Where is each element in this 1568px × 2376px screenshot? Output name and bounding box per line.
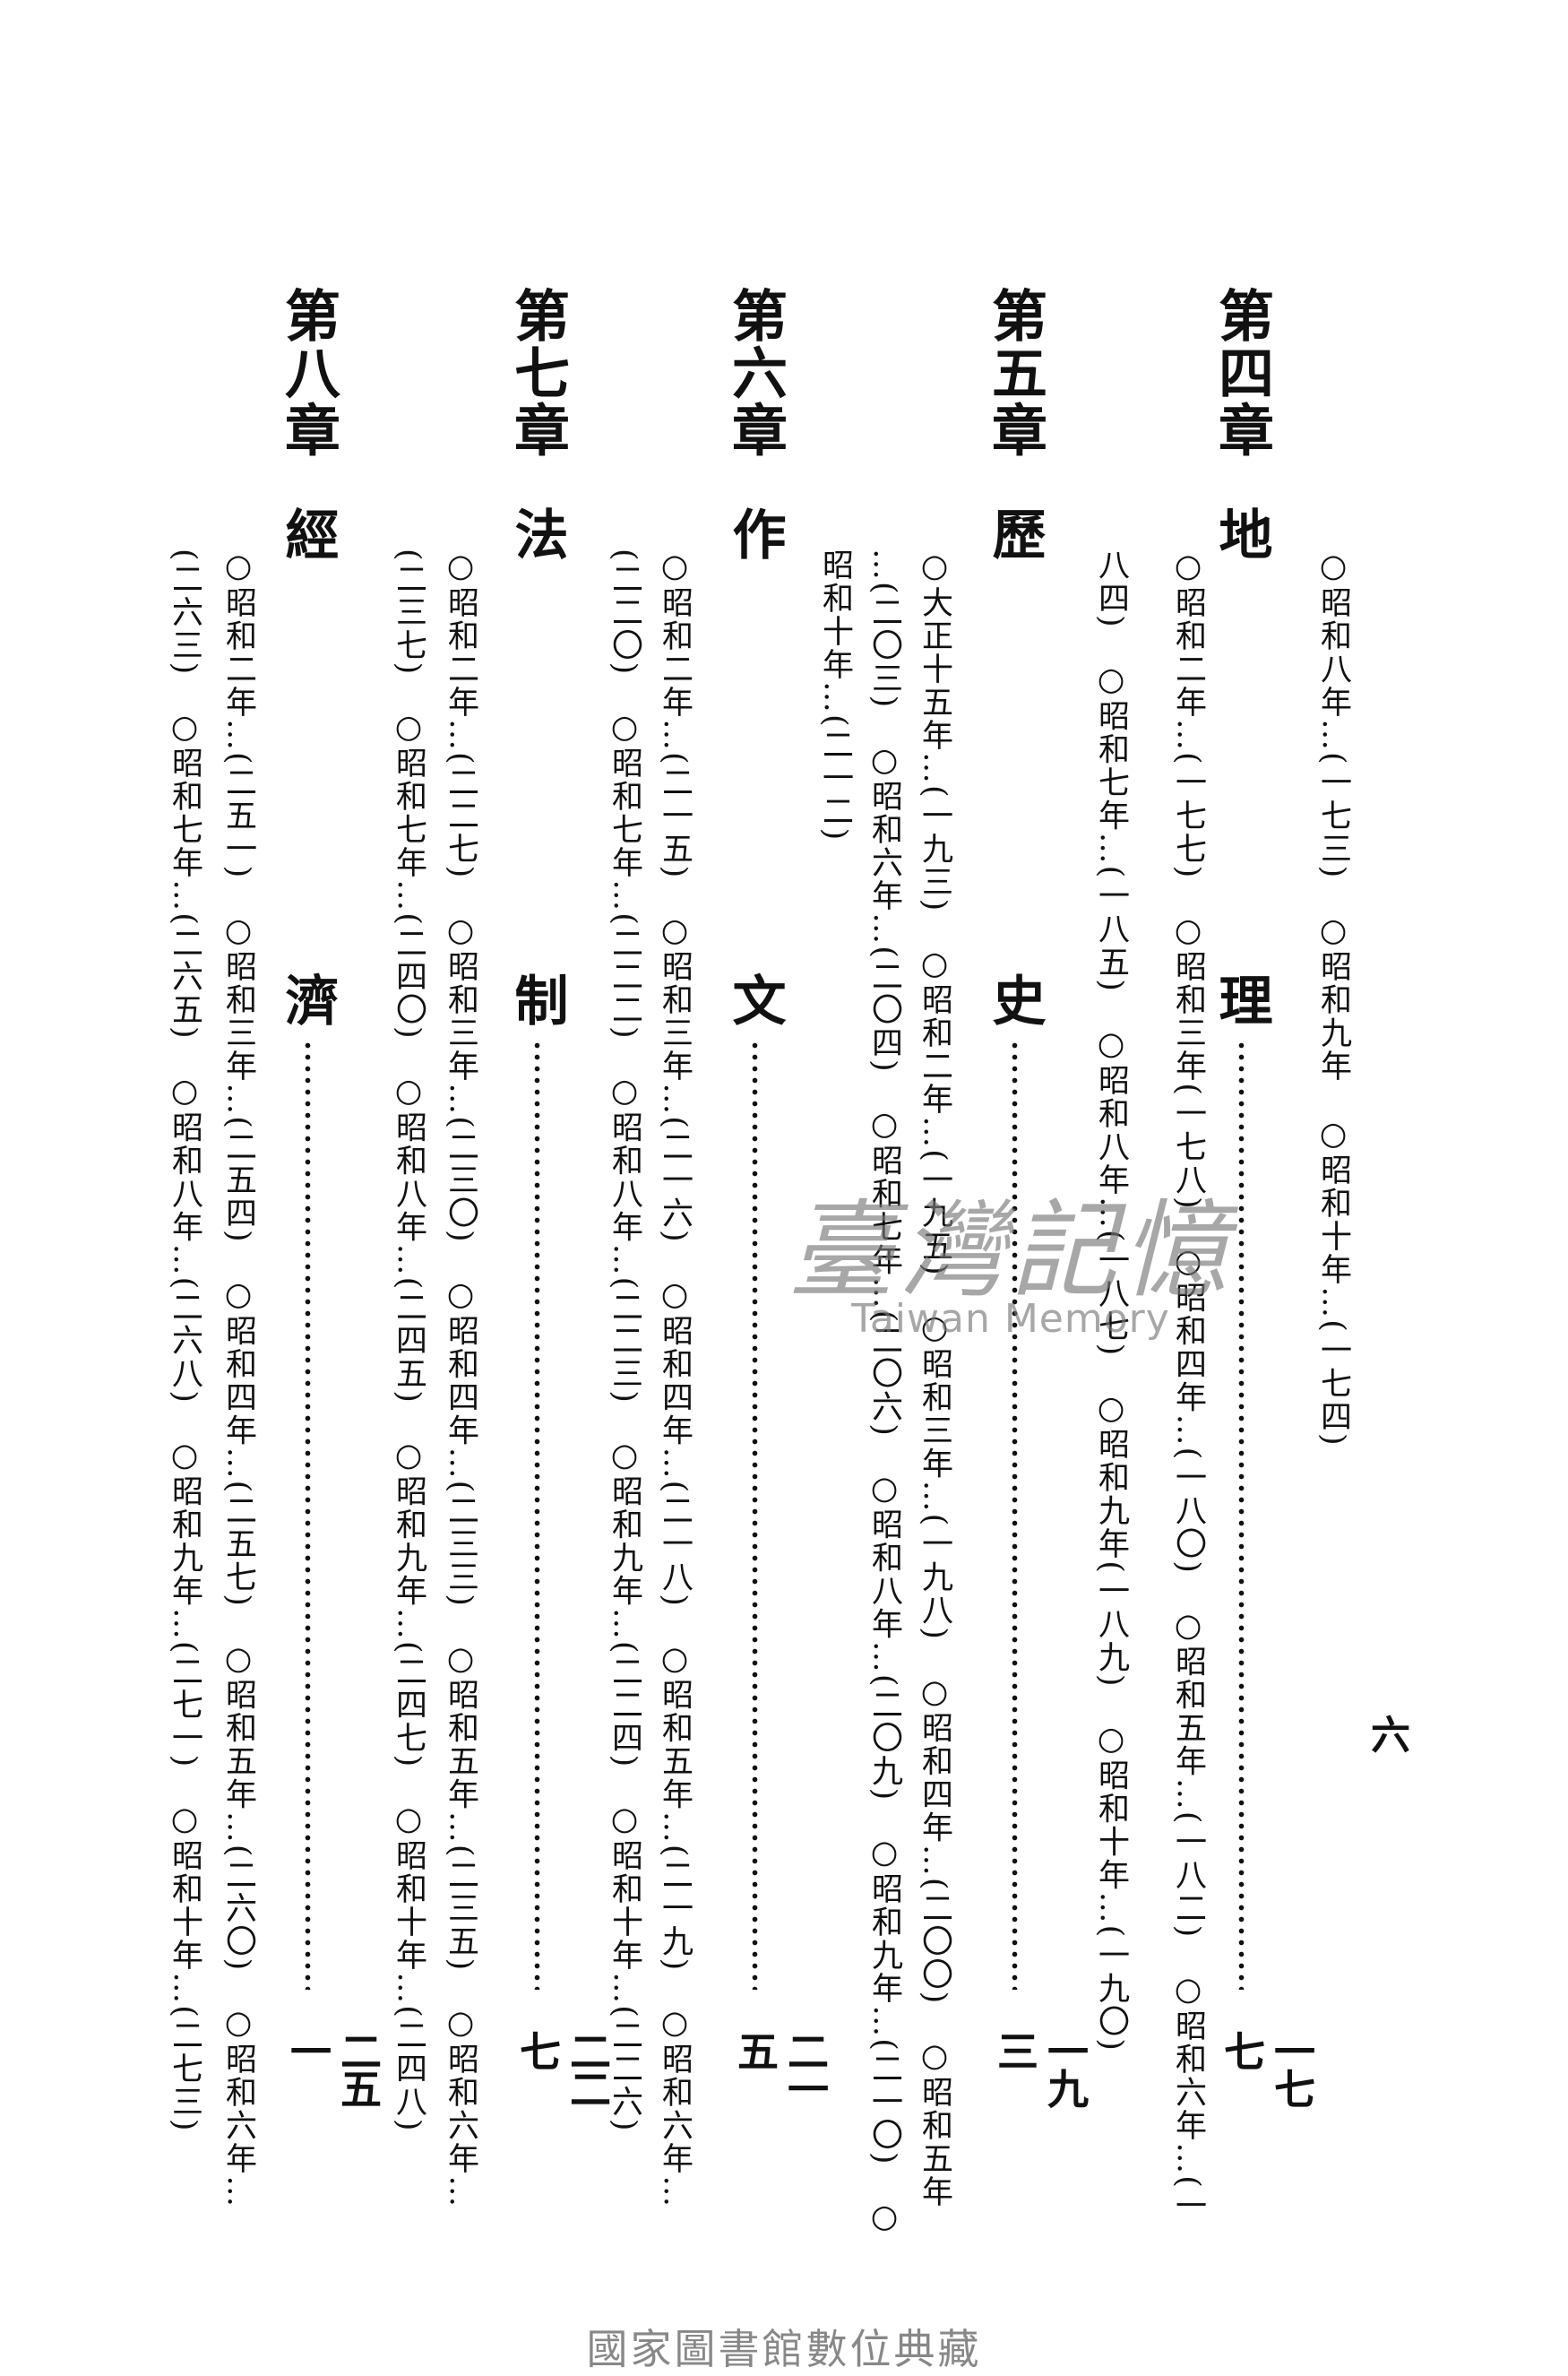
chapter-title-char: 經 bbox=[276, 506, 339, 560]
toc-entries-line: ○大正十五年…(一九三) ○昭和二年…(一九五) ○昭和三年…(一九八) ○昭和… bbox=[917, 549, 952, 2209]
toc-entries-line: ○昭和二年…(一七七) ○昭和三年(一七八) ○昭和四年…(一八〇) ○昭和五年… bbox=[1170, 549, 1206, 2223]
chapter-title-char: 作 bbox=[723, 506, 786, 560]
chapter-title-char: 文 bbox=[723, 972, 786, 1026]
toc-entries-line: 昭和十年…(二一二) bbox=[817, 549, 853, 842]
leader-dots bbox=[1238, 1040, 1245, 1990]
chapter-title-char: 濟 bbox=[276, 972, 339, 1026]
chapter-heading: 第四章 地 理 一七七 bbox=[1209, 287, 1316, 2115]
leader-dots bbox=[1012, 1040, 1018, 1990]
chapter-page-number: 二五一 bbox=[284, 2030, 383, 2105]
watermark-title: 臺灣記憶 bbox=[788, 1188, 1234, 1312]
chapter-title-char: 史 bbox=[983, 972, 1046, 1026]
toc-entries-line: ○昭和二年…(二五一) ○昭和三年…(二五四) ○昭和四年…(二五七) ○昭和五… bbox=[220, 549, 256, 2209]
chapter-page-number: 二一五 bbox=[731, 2030, 830, 2105]
toc-entries-line: (二三七) ○昭和七年…(二四〇) ○昭和八年…(二四五) ○昭和九年…(二四七… bbox=[391, 549, 426, 2133]
chapter-heading: 第六章 作 文 二一五 bbox=[722, 287, 830, 2115]
leader-dots bbox=[752, 1040, 758, 1990]
chapter-label: 第五章 bbox=[982, 287, 1047, 459]
chapter-heading: 第八章 經 濟 二五一 bbox=[275, 287, 383, 2115]
leader-dots bbox=[534, 1040, 540, 1990]
chapter-title-char: 制 bbox=[505, 972, 568, 1026]
chapter-label: 第六章 bbox=[722, 287, 788, 459]
chapter-label: 第七章 bbox=[504, 287, 570, 459]
toc-entries-line: ○昭和八年…(一七三) ○昭和九年 ○昭和十年…(一七四) bbox=[1315, 549, 1351, 1447]
toc-entries-line: (二二〇) ○昭和七年…(二二二) ○昭和八年…(二二三) ○昭和九年…(二二四… bbox=[607, 549, 642, 2133]
footer-credit: 國家圖書館數位典藏 bbox=[586, 2325, 982, 2373]
page-number: 六 bbox=[1371, 1713, 1410, 1758]
toc-entries-line: 八四) ○昭和七年…(一八五) ○昭和八年…(一八七) ○昭和九年(一八九) ○… bbox=[1093, 549, 1129, 2052]
chapter-title-char: 理 bbox=[1210, 972, 1272, 1026]
toc-entries-line: ○昭和二年…(二二七) ○昭和三年…(二三〇) ○昭和四年…(二三三) ○昭和五… bbox=[443, 549, 478, 2209]
chapter-title-char: 地 bbox=[1210, 506, 1272, 560]
chapter-title-char: 法 bbox=[505, 506, 568, 560]
chapter-title-char: 歷 bbox=[983, 506, 1046, 560]
watermark-subtitle: Taiwan Memory bbox=[851, 1296, 1170, 1342]
chapter-label: 第四章 bbox=[1209, 287, 1274, 459]
toc-entries-line: …(二〇三) ○昭和六年…(二〇四) ○昭和七年…(二〇六) ○昭和八年…(二〇… bbox=[866, 549, 902, 2237]
toc-entries-line: (二六三) ○昭和七年…(二六五) ○昭和八年…(二六八) ○昭和九年…(二七一… bbox=[167, 549, 202, 2133]
toc-entries-line: ○昭和二年…(二一五) ○昭和三年…(二一六) ○昭和四年…(二一八) ○昭和五… bbox=[657, 549, 693, 2209]
chapter-heading: 第五章 歷 史 一九三 bbox=[982, 287, 1090, 2115]
chapter-heading: 第七章 法 制 二二七 bbox=[504, 287, 612, 2115]
chapter-page-number: 二二七 bbox=[513, 2030, 612, 2105]
watermark-logo: 臺灣記憶 Taiwan Memory bbox=[788, 1192, 1233, 1342]
chapter-label: 第八章 bbox=[275, 287, 340, 459]
leader-dots bbox=[305, 1040, 311, 1990]
chapter-page-number: 一九三 bbox=[991, 2030, 1090, 2105]
chapter-page-number: 一七七 bbox=[1218, 2030, 1316, 2105]
